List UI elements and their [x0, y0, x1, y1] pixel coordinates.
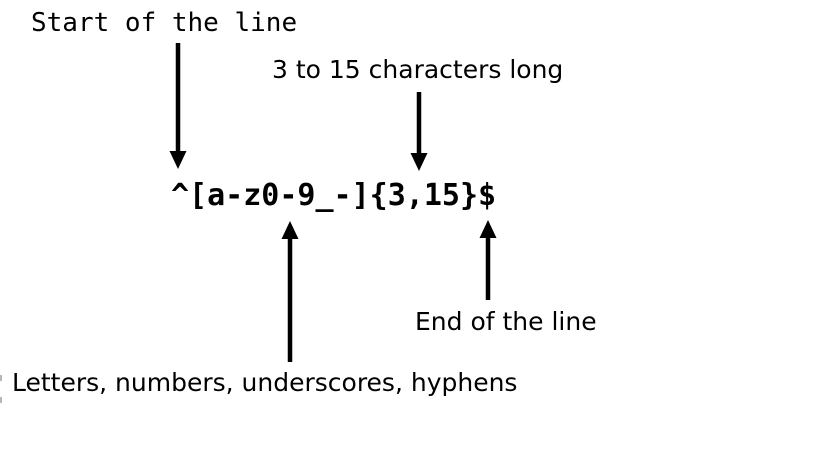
- clipped-edge-mark: [0, 397, 2, 403]
- length-arrow: [410, 92, 428, 171]
- charset-label: Letters, numbers, underscores, hyphens: [12, 368, 518, 397]
- charset-arrow: [281, 221, 299, 362]
- clipped-edge-mark: [0, 375, 2, 381]
- end-of-line-label: End of the line: [415, 307, 597, 336]
- start-of-line-arrow: [169, 43, 187, 169]
- start-of-line-label: Start of the line: [31, 8, 298, 38]
- length-label: 3 to 15 characters long: [272, 55, 564, 84]
- end-of-line-arrow: [479, 220, 497, 300]
- regex-pattern-text: ^[a-z0-9_-]{3,15}$: [171, 178, 497, 213]
